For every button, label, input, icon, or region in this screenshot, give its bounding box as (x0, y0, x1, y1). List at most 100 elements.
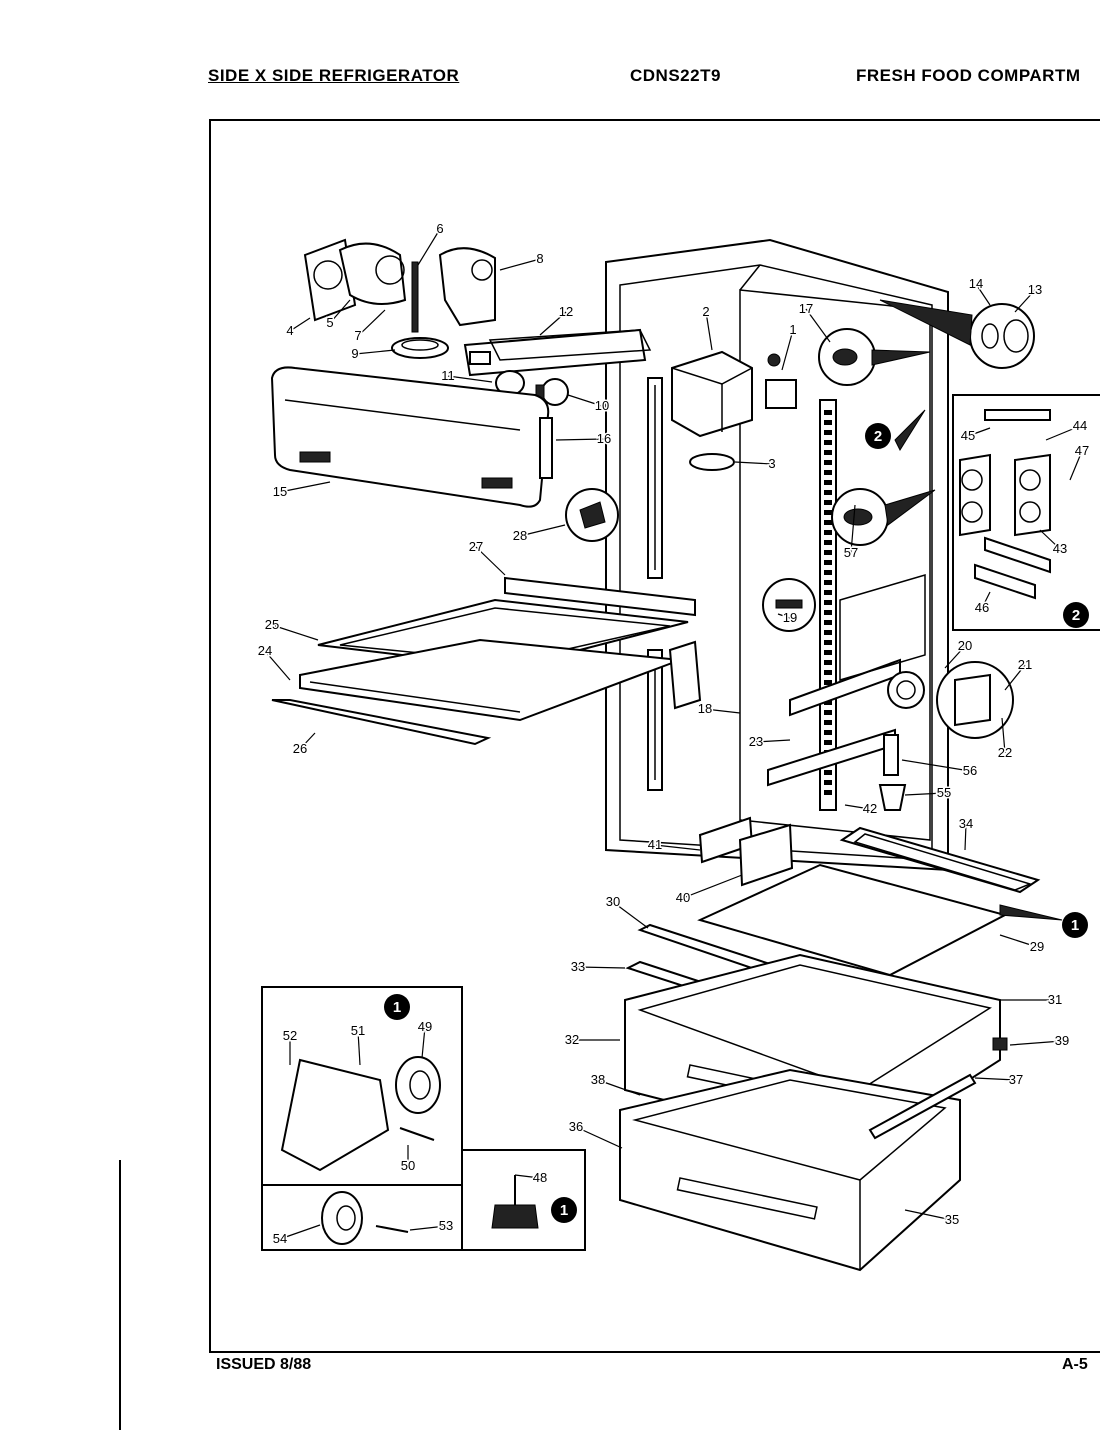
part-label-42: 42 (863, 801, 877, 816)
drawer-rail-37 (868, 1073, 977, 1140)
ladder-slot (824, 640, 832, 645)
ladder-slot (824, 520, 832, 525)
ladder-slot (824, 470, 832, 475)
part-label-32: 32 (565, 1032, 579, 1047)
light-socket-assembly (303, 238, 496, 359)
ladder-slot (824, 420, 832, 425)
ladder-slot (824, 660, 832, 665)
part-label-1: 1 (789, 322, 796, 337)
part-label-35: 35 (945, 1212, 959, 1227)
leader-line (271, 624, 319, 641)
shelf-trim-26 (271, 699, 492, 746)
shelf-ladder-right (819, 399, 837, 811)
leader-line (1001, 717, 1006, 754)
detail-bubbles (762, 303, 1035, 739)
light-bracket (539, 417, 553, 479)
part-label-47: 47 (1075, 443, 1089, 458)
drawer-stop-39 (992, 1037, 1008, 1051)
part-label-48: 48 (533, 1170, 547, 1185)
leader-line (447, 375, 493, 383)
leader-line (1009, 1040, 1063, 1046)
leader-line (577, 966, 626, 969)
part-label-12: 12 (559, 304, 573, 319)
leader-line (279, 1224, 321, 1240)
ladder-slot (824, 550, 832, 555)
leader-line (705, 311, 713, 351)
control-box (671, 350, 753, 438)
page-number: A-5 (1062, 1356, 1088, 1373)
part-label-4: 4 (286, 323, 293, 338)
leader-line (299, 732, 316, 750)
leader-line (805, 308, 831, 343)
leader-line (1045, 425, 1081, 441)
svg-text:2: 2 (874, 428, 882, 445)
part-label-22: 22 (998, 745, 1012, 760)
leader-line (279, 481, 331, 493)
part-label-10: 10 (595, 398, 609, 413)
part-label-25: 25 (265, 617, 279, 632)
svg-text:1: 1 (1071, 917, 1079, 934)
part-number-labels: 1234567891011121314151617181920212223242… (256, 220, 1090, 1248)
ladder-slot (824, 480, 832, 485)
leader-line (1014, 289, 1036, 313)
ladder-slot (824, 450, 832, 455)
leader-line (904, 792, 945, 796)
leader-line (264, 650, 291, 681)
diagram-frame (209, 119, 1100, 1353)
part-label-46: 46 (975, 600, 989, 615)
part-label-23: 23 (749, 734, 763, 749)
ladder-slot (824, 620, 832, 625)
shelf-34 (839, 826, 1041, 894)
part-label-24: 24 (258, 643, 272, 658)
light-shield (270, 366, 550, 508)
part-label-11: 11 (441, 368, 455, 383)
ladder-slot (824, 600, 832, 605)
ladder-slot (824, 610, 832, 615)
leader-line (975, 283, 991, 306)
leader-line (1069, 450, 1083, 481)
ladder-slot (824, 410, 832, 415)
part-label-55: 55 (937, 785, 951, 800)
part-label-30: 30 (606, 894, 620, 909)
leader-line (597, 1079, 641, 1096)
light-bulb (495, 370, 569, 406)
part-label-8: 8 (536, 251, 543, 266)
leader-line (475, 546, 506, 576)
pointer-wedges (871, 299, 1063, 921)
ladder-slot (824, 790, 832, 795)
section-title: FRESH FOOD COMPARTM (856, 66, 1081, 85)
crisper-drawer-35 (619, 1068, 961, 1272)
badge-1-drawer: 1 (1062, 912, 1088, 938)
part-label-15: 15 (273, 484, 287, 499)
part-label-36: 36 (569, 1119, 583, 1134)
ladder-slot (824, 770, 832, 775)
leader-line (981, 591, 991, 609)
leader-line (417, 228, 441, 266)
part-label-51: 51 (351, 1023, 365, 1038)
shelf-support-sleeve (878, 734, 907, 811)
leader-line (901, 759, 971, 772)
ladder-slot (824, 440, 832, 445)
svg-text:1: 1 (393, 999, 401, 1016)
part-label-31: 31 (1048, 992, 1062, 1007)
part-label-18: 18 (698, 701, 712, 716)
inset-bin-detail (952, 394, 1100, 631)
ladder-slot (824, 530, 832, 535)
leader-line (409, 1225, 447, 1231)
ladder-slot (824, 540, 832, 545)
part-label-38: 38 (591, 1072, 605, 1087)
part-label-37: 37 (1009, 1072, 1023, 1087)
leader-line (612, 901, 649, 929)
ladder-slot (824, 590, 832, 595)
leader-line (567, 394, 603, 407)
shelf-trim-27 (504, 576, 696, 617)
leader-line (357, 309, 386, 337)
knob (689, 453, 735, 471)
leader-line (734, 461, 773, 465)
part-label-44: 44 (1073, 418, 1087, 433)
part-label-29: 29 (1030, 939, 1044, 954)
part-label-54: 54 (273, 1231, 287, 1246)
ladder-slot (824, 510, 832, 515)
part-label-26: 26 (293, 741, 307, 756)
part-label-3: 3 (768, 456, 775, 471)
